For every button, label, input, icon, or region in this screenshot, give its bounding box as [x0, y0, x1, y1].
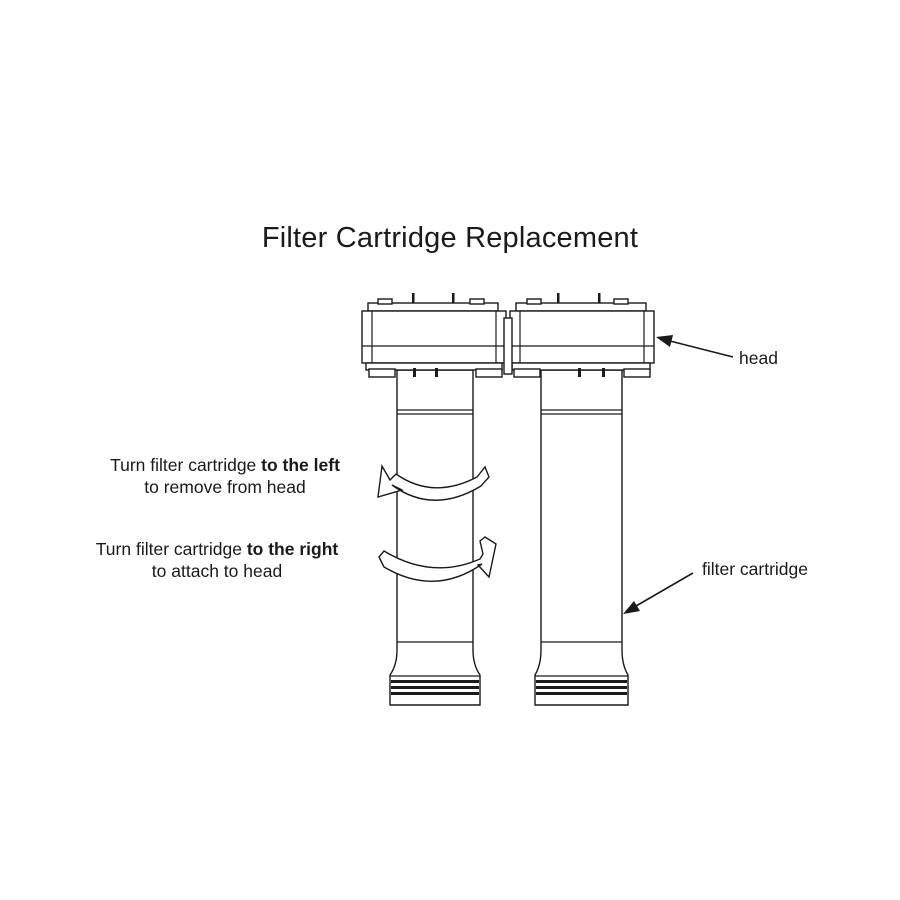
attach-instruction-emphasis: to the right [246, 539, 339, 559]
filter-cartridge-label: filter cartridge [702, 559, 809, 579]
remove-instruction-line2: to remove from head [144, 477, 306, 497]
attach-instruction: Turn filter cartridge to the right to at… [62, 538, 372, 582]
diagram-title: Filter Cartridge Replacement [261, 222, 639, 254]
left-filter-cartridge [389, 369, 481, 706]
attach-instruction-prefix: Turn filter cartridge [95, 539, 247, 559]
turn-right-arrow-icon [378, 536, 497, 582]
right-filter-head [509, 293, 655, 378]
left-filter-head [361, 293, 507, 378]
turn-left-arrow-icon [377, 463, 490, 501]
remove-instruction-prefix: Turn filter cartridge [110, 455, 262, 475]
remove-instruction-emphasis: to the left [261, 455, 340, 475]
attach-instruction-line2: to attach to head [151, 561, 283, 581]
head-connector [503, 317, 513, 375]
remove-instruction: Turn filter cartridge to the left to rem… [70, 454, 380, 498]
head-pointer-arrow [656, 335, 734, 358]
head-label: head [739, 348, 778, 368]
right-filter-cartridge [534, 369, 629, 706]
cartridge-pointer-arrow [623, 572, 694, 614]
